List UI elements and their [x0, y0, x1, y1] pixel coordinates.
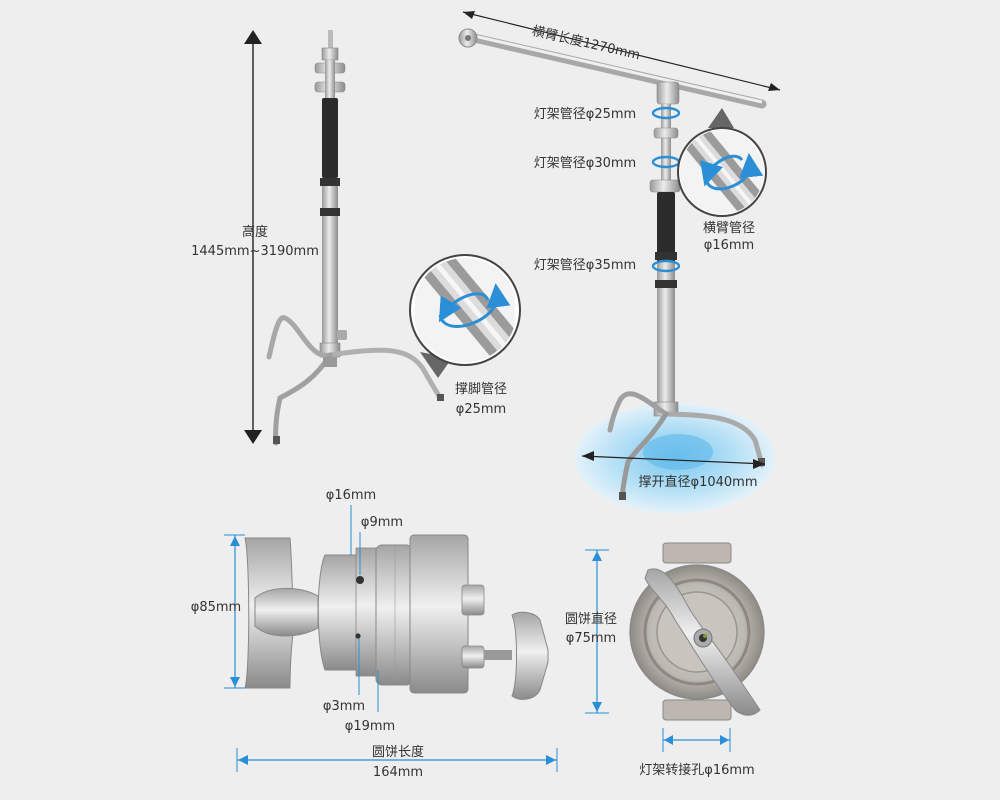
left-c-stand: [244, 30, 444, 446]
right-c-stand-with-arm: [458, 11, 781, 513]
disc-diameter-title: 圆饼直径: [565, 612, 617, 627]
head-9-label: φ9mm: [361, 515, 403, 530]
tube-30-label: 灯架管径φ30mm: [534, 156, 636, 171]
leg-tube-title: 撑脚管径: [455, 381, 507, 397]
spread-diameter-label: 撑开直径φ1040mm: [639, 475, 758, 490]
front-dimensions: [585, 549, 731, 752]
head-85-label: φ85mm: [191, 600, 241, 615]
head-3-label: φ3mm: [323, 699, 365, 714]
disc-length-value: 164mm: [373, 765, 423, 780]
disc-diameter-value: φ75mm: [566, 631, 616, 646]
arm-tube-magnifier: [677, 108, 767, 217]
arm-tube-value: φ16mm: [704, 238, 754, 253]
head-19-label: φ19mm: [345, 719, 395, 734]
head-16-label: φ16mm: [326, 488, 376, 503]
rotate-hole-label: 灯架转接孔φ16mm: [639, 762, 754, 778]
tube-35-label: 灯架管径φ35mm: [534, 258, 636, 273]
height-dimension-line: [244, 30, 262, 444]
arm-tube-title: 横臂管径: [703, 221, 755, 236]
disc-length-title: 圆饼长度: [372, 744, 424, 760]
height-title: 高度: [242, 224, 268, 240]
head-dimensions: [224, 505, 558, 772]
height-value: 1445mm~3190mm: [191, 244, 319, 259]
grip-head-side-view: [244, 534, 549, 700]
leg-tube-magnifier: [409, 254, 521, 378]
grip-head-front-view: [629, 542, 765, 721]
leg-tube-value: φ25mm: [456, 402, 506, 417]
tube-25-label: 灯架管径φ25mm: [534, 107, 636, 122]
